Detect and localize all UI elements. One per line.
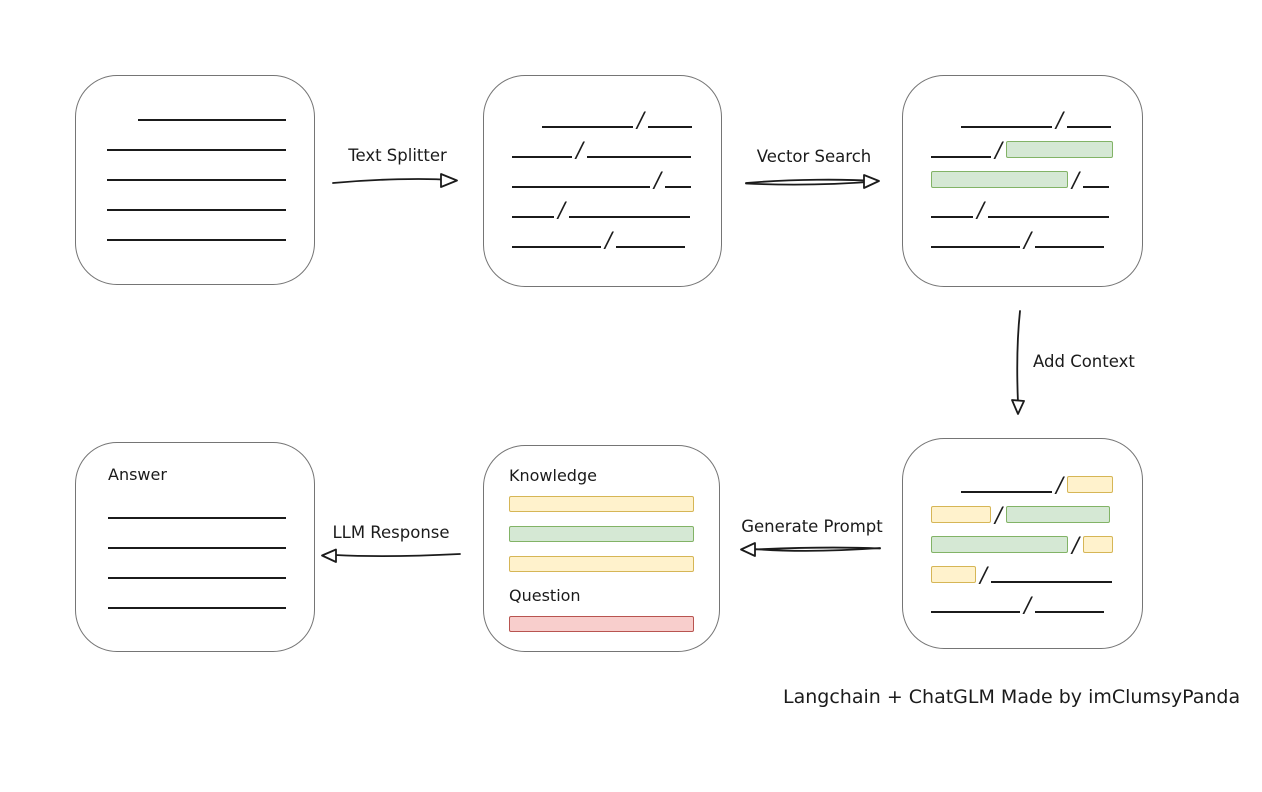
text-line	[1083, 186, 1110, 188]
text-line	[1035, 246, 1105, 248]
text-line	[108, 547, 286, 549]
chunk-row: /	[931, 466, 1142, 496]
chunk-row: /	[931, 496, 1142, 526]
slash-separator: /	[1072, 533, 1080, 557]
chunk-row: /	[512, 101, 721, 131]
text-line	[665, 186, 692, 188]
text-splitter-label: Text Splitter	[348, 146, 447, 165]
text-line	[1067, 126, 1112, 128]
text-line	[931, 611, 1020, 613]
answer-lines	[108, 517, 314, 609]
text-line	[512, 186, 650, 188]
text-line	[108, 517, 286, 519]
arrow-left-generate-prompt-icon	[740, 542, 881, 557]
text-line	[138, 119, 286, 121]
chunk-row: /	[931, 161, 1142, 191]
credit-caption: Langchain + ChatGLM Made by imClumsyPand…	[783, 686, 1241, 708]
chunk-row: /	[931, 191, 1142, 221]
question-heading: Question	[509, 586, 581, 605]
chunk-row: /	[512, 161, 721, 191]
slash-separator: /	[1056, 108, 1064, 132]
add-context-label: Add Context	[1033, 352, 1135, 371]
slash-separator: /	[995, 503, 1003, 527]
vector-search-label: Vector Search	[756, 147, 872, 166]
source-document-box	[75, 75, 315, 285]
text-line	[512, 246, 601, 248]
llm-response-label: LLM Response	[332, 523, 450, 542]
slash-separator: /	[576, 138, 584, 162]
text-line	[988, 216, 1110, 218]
slash-separator: /	[1072, 168, 1080, 192]
text-line	[931, 216, 973, 218]
slash-separator: /	[995, 138, 1003, 162]
knowledge-bars	[509, 496, 719, 572]
slash-separator: /	[558, 198, 566, 222]
slash-separator: /	[1024, 593, 1032, 617]
text-line	[961, 126, 1052, 128]
text-line	[107, 149, 286, 151]
text-line	[648, 126, 693, 128]
chunk-highlight-yellow	[931, 506, 991, 523]
split-chunks-box: / / / / /	[483, 75, 722, 287]
text-line	[512, 156, 572, 158]
red-bar	[509, 616, 694, 632]
text-line	[512, 216, 554, 218]
slash-separator: /	[977, 198, 985, 222]
chunk-highlight-green	[931, 171, 1068, 188]
chunk-highlight-yellow	[931, 566, 976, 583]
text-line	[1035, 611, 1105, 613]
arrow-down-add-context-icon	[1011, 310, 1025, 415]
yellow-bar	[509, 496, 694, 512]
chunk-row: /	[512, 131, 721, 161]
generate-prompt-label: Generate Prompt	[741, 517, 883, 536]
slash-separator: /	[1024, 228, 1032, 252]
text-line	[991, 581, 1113, 583]
text-line	[107, 179, 286, 181]
green-bar	[509, 526, 694, 542]
chunk-highlight-green	[1006, 506, 1111, 523]
chunk-row: /	[512, 191, 721, 221]
text-line	[107, 239, 286, 241]
text-line	[931, 246, 1020, 248]
chunk-row: /	[931, 526, 1142, 556]
text-line	[108, 577, 286, 579]
arrow-right-text-splitter-icon	[332, 173, 458, 188]
text-line	[587, 156, 692, 158]
text-line	[107, 209, 286, 211]
prompt-box: Knowledge Question	[483, 445, 720, 652]
chunk-row: /	[931, 131, 1142, 161]
slash-separator: /	[605, 228, 613, 252]
chunk-highlight-green	[931, 536, 1068, 553]
text-line	[931, 156, 991, 158]
chunk-highlight-yellow	[1083, 536, 1114, 553]
context-chunks-box: / / / / /	[902, 438, 1143, 649]
yellow-bar	[509, 556, 694, 572]
slash-separator: /	[654, 168, 662, 192]
text-line	[569, 216, 691, 218]
chunk-row: /	[931, 221, 1142, 251]
text-line	[961, 491, 1052, 493]
text-line	[108, 607, 286, 609]
answer-box: Answer	[75, 442, 315, 652]
chunk-row: /	[931, 586, 1142, 616]
slash-separator: /	[1056, 473, 1064, 497]
text-line	[542, 126, 633, 128]
chunk-row: /	[931, 101, 1142, 131]
chunk-row: /	[931, 556, 1142, 586]
vector-matched-chunks-box: / / / / /	[902, 75, 1143, 287]
slash-separator: /	[980, 563, 988, 587]
question-bars	[509, 616, 719, 632]
slash-separator: /	[637, 108, 645, 132]
arrow-right-vector-search-icon	[745, 174, 880, 189]
chunk-row: /	[512, 221, 721, 251]
text-line	[616, 246, 686, 248]
chunk-highlight-yellow	[1067, 476, 1114, 493]
knowledge-heading: Knowledge	[509, 466, 597, 485]
arrow-left-llm-response-icon	[321, 548, 461, 563]
chunk-highlight-green	[1006, 141, 1114, 158]
answer-heading: Answer	[108, 465, 167, 484]
